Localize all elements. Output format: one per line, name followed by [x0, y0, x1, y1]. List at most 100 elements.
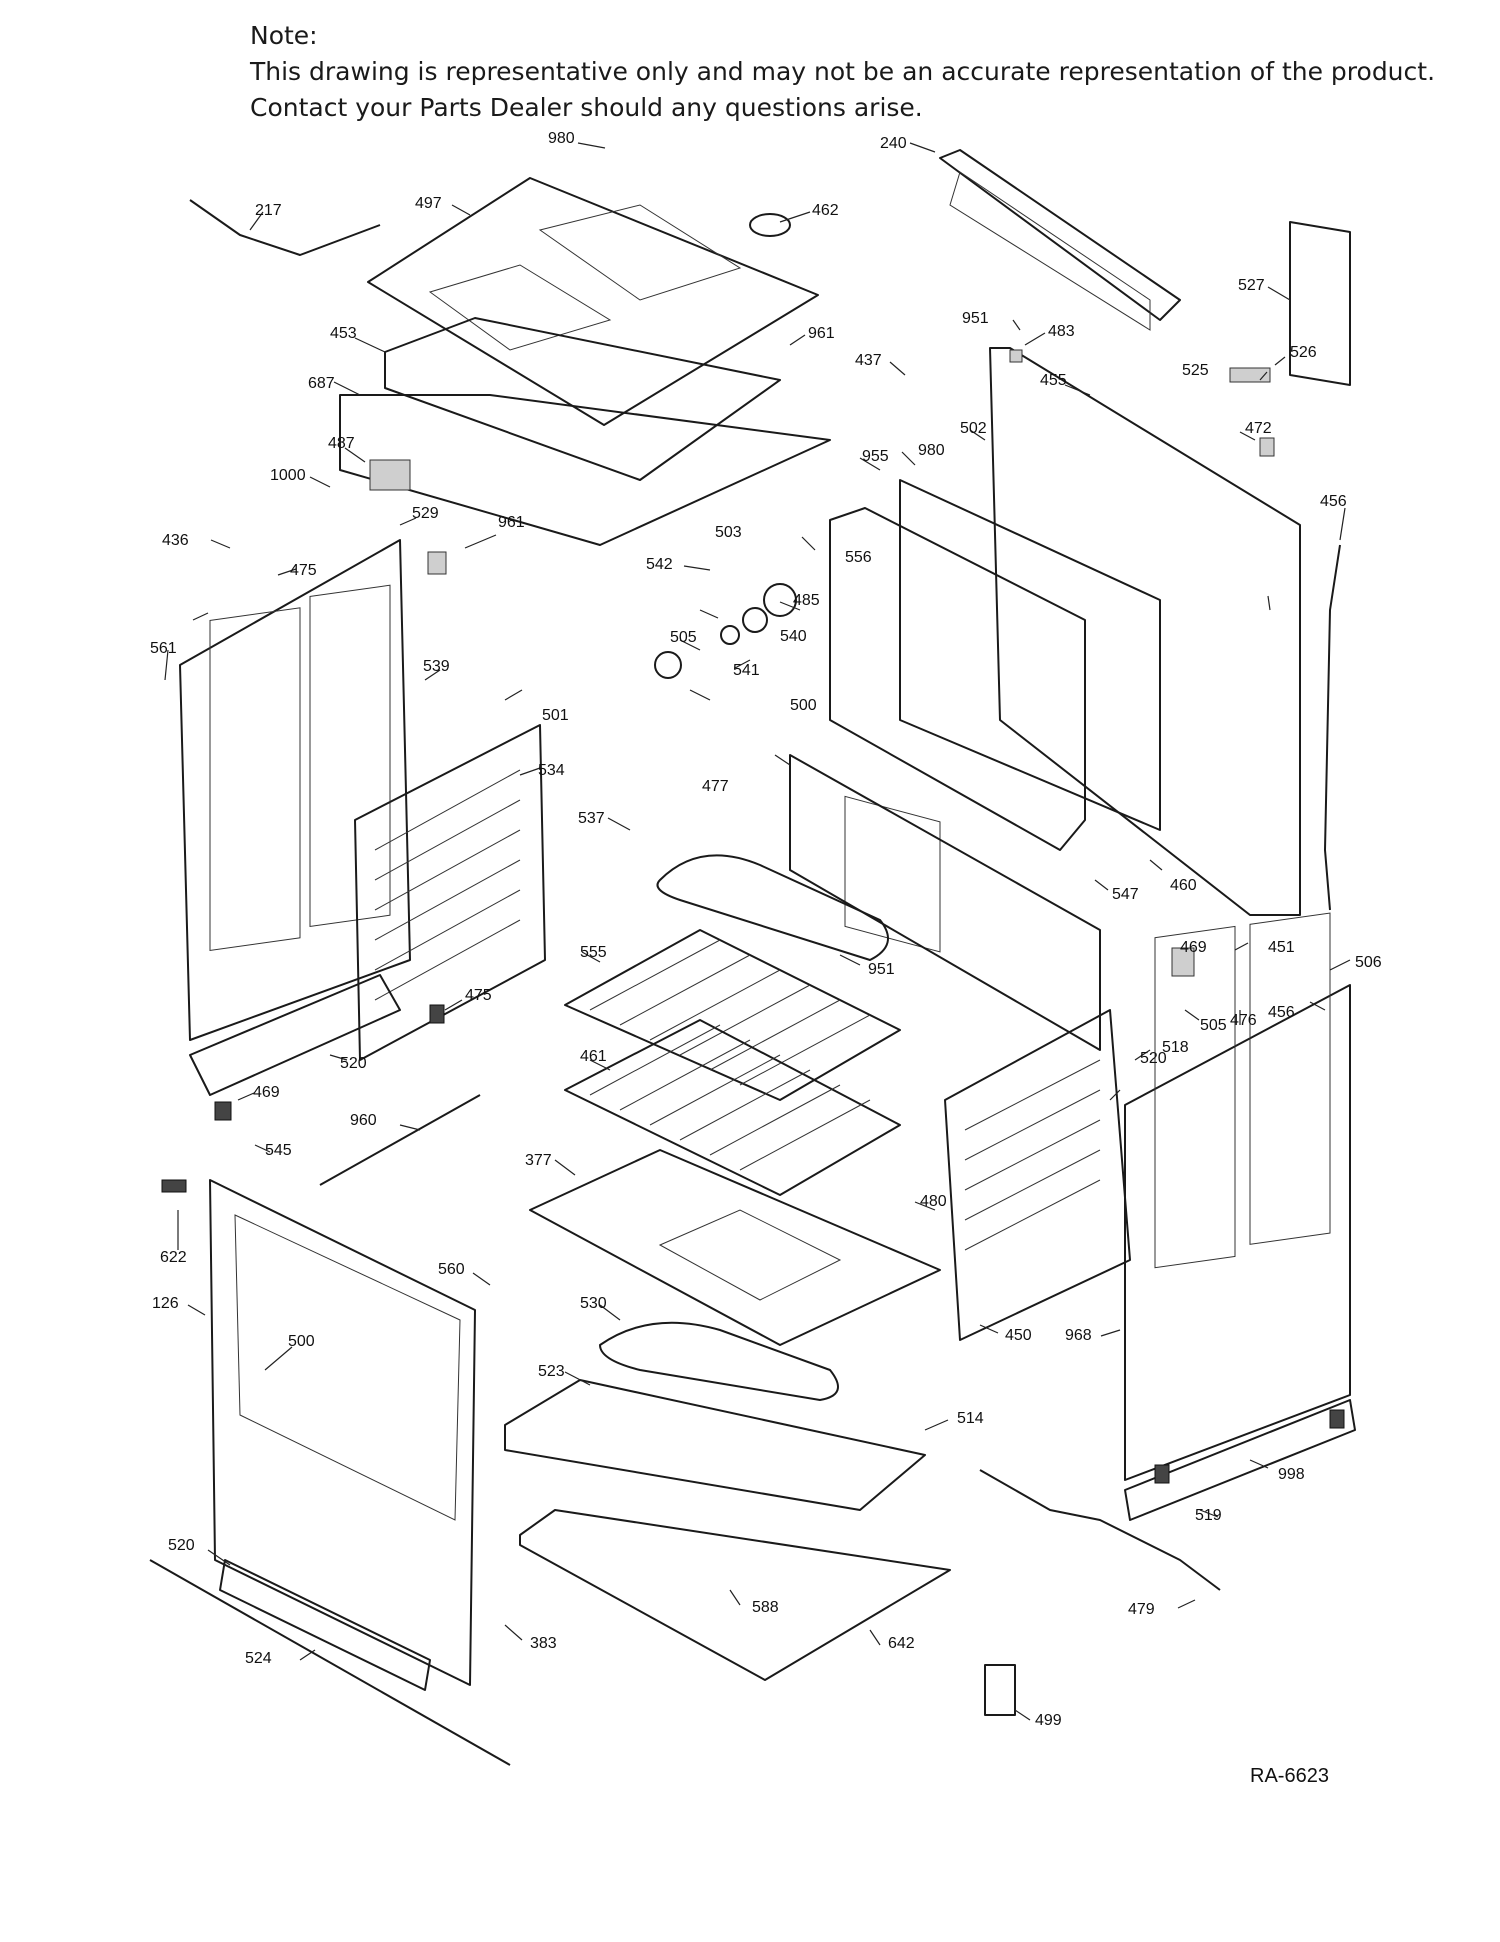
callout-451: 451	[1268, 939, 1295, 956]
callout-479: 479	[1128, 1601, 1155, 1618]
bake-element	[599, 1321, 839, 1401]
callout-437: 437	[855, 352, 882, 369]
callout-526: 526	[1290, 344, 1317, 361]
sensor-545	[319, 1094, 481, 1186]
callout-475: 475	[290, 562, 317, 579]
callout-460: 460	[1170, 877, 1197, 894]
callout-524: 524	[245, 1650, 272, 1667]
callout-505: 505	[1200, 1017, 1227, 1034]
callout-1000: 1000	[270, 467, 306, 484]
front-frame	[209, 1179, 476, 1686]
callout-540: 540	[780, 628, 807, 645]
rack-support-right	[944, 1009, 1131, 1341]
callout-487: 487	[328, 435, 355, 452]
oven-rack-upper	[564, 929, 901, 1101]
right-side-panel	[1124, 984, 1351, 1481]
callout-472: 472	[1245, 420, 1272, 437]
note-line-2: Contact your Parts Dealer should any que…	[250, 93, 923, 122]
oven-rack-lower	[564, 1019, 901, 1196]
callout-476: 476	[1230, 1012, 1257, 1029]
wire-harness-top	[189, 199, 381, 256]
bracket-527	[1289, 221, 1351, 386]
broil-element	[656, 854, 889, 961]
callout-545: 545	[265, 1142, 292, 1159]
callout-542: 542	[646, 556, 673, 573]
callout-961: 961	[808, 325, 835, 342]
callout-525: 525	[1182, 362, 1209, 379]
switch-507	[984, 1664, 1016, 1716]
callout-951: 951	[962, 310, 989, 327]
callout-217: 217	[255, 202, 282, 219]
callout-500: 500	[790, 697, 817, 714]
callout-455: 455	[1040, 372, 1067, 389]
callout-497: 497	[415, 195, 442, 212]
callout-519: 519	[1195, 1507, 1222, 1524]
callout-980: 980	[918, 442, 945, 459]
callout-500: 500	[288, 1333, 315, 1350]
callout-453: 453	[330, 325, 357, 342]
callout-126: 126	[152, 1295, 179, 1312]
callout-377: 377	[525, 1152, 552, 1169]
note-line-1: This drawing is representative only and …	[250, 57, 1436, 86]
wire-harness-383	[979, 1469, 1221, 1591]
callout-502: 502	[960, 420, 987, 437]
light-ring	[763, 583, 797, 617]
strip-588	[219, 1559, 431, 1691]
insulation-block	[384, 317, 781, 481]
drawer-frame	[504, 1379, 926, 1511]
callout-998: 998	[1278, 1466, 1305, 1483]
oven-liner-back	[829, 507, 1086, 851]
callout-547: 547	[1112, 886, 1139, 903]
callout-507: 507	[0, 0, 27, 4]
left-side-panel	[179, 539, 411, 1041]
cooktop-pan	[339, 394, 831, 546]
callout-642: 642	[888, 1635, 915, 1652]
callout-555: 555	[580, 944, 607, 961]
callout-499: 499	[1035, 1712, 1062, 1729]
callout-523: 523	[538, 1363, 565, 1380]
callout-527: 527	[1238, 277, 1265, 294]
callout-469: 469	[253, 1084, 280, 1101]
callout-462: 462	[812, 202, 839, 219]
callout-506: 506	[1355, 954, 1382, 971]
callout-961: 961	[498, 514, 525, 531]
callout-456: 456	[1268, 1004, 1295, 1021]
callout-951: 951	[868, 961, 895, 978]
callout-539: 539	[423, 658, 450, 675]
callout-501: 501	[542, 707, 569, 724]
callout-520: 520	[1140, 1050, 1167, 1067]
backguard-top	[939, 149, 1181, 321]
callout-518: 518	[1162, 1039, 1189, 1056]
cover-529	[899, 479, 1161, 831]
leader-lines	[164, 142, 1351, 1721]
callout-456: 456	[1320, 493, 1347, 510]
oven-bottom	[529, 1149, 941, 1346]
callout-475: 475	[465, 987, 492, 1004]
callout-520: 520	[340, 1055, 367, 1072]
cooktop-panel	[367, 177, 819, 426]
drawing-id: RA-6623	[1250, 1765, 1329, 1787]
note-block: Note: This drawing is representative onl…	[250, 18, 1470, 126]
callout-561: 561	[150, 640, 177, 657]
callout-537: 537	[578, 810, 605, 827]
disc-part	[749, 213, 791, 237]
callout-960: 960	[350, 1112, 377, 1129]
bottom-rail-right	[1124, 1399, 1356, 1521]
callout-505: 505	[670, 629, 697, 646]
callout-980: 980	[548, 130, 575, 147]
callout-968: 968	[1065, 1327, 1092, 1344]
callout-534: 534	[538, 762, 565, 779]
callout-541: 541	[733, 662, 760, 679]
back-panel	[989, 347, 1301, 916]
trim-499	[149, 1559, 511, 1766]
part-drawings	[149, 149, 1356, 1766]
callout-436: 436	[162, 532, 189, 549]
callout-622: 622	[160, 1249, 187, 1266]
back-insulation	[789, 754, 1101, 1051]
rack-support-left	[354, 724, 546, 1061]
callout-520: 520	[168, 1537, 195, 1554]
callout-480: 480	[920, 1193, 947, 1210]
callout-469: 469	[1180, 939, 1207, 956]
